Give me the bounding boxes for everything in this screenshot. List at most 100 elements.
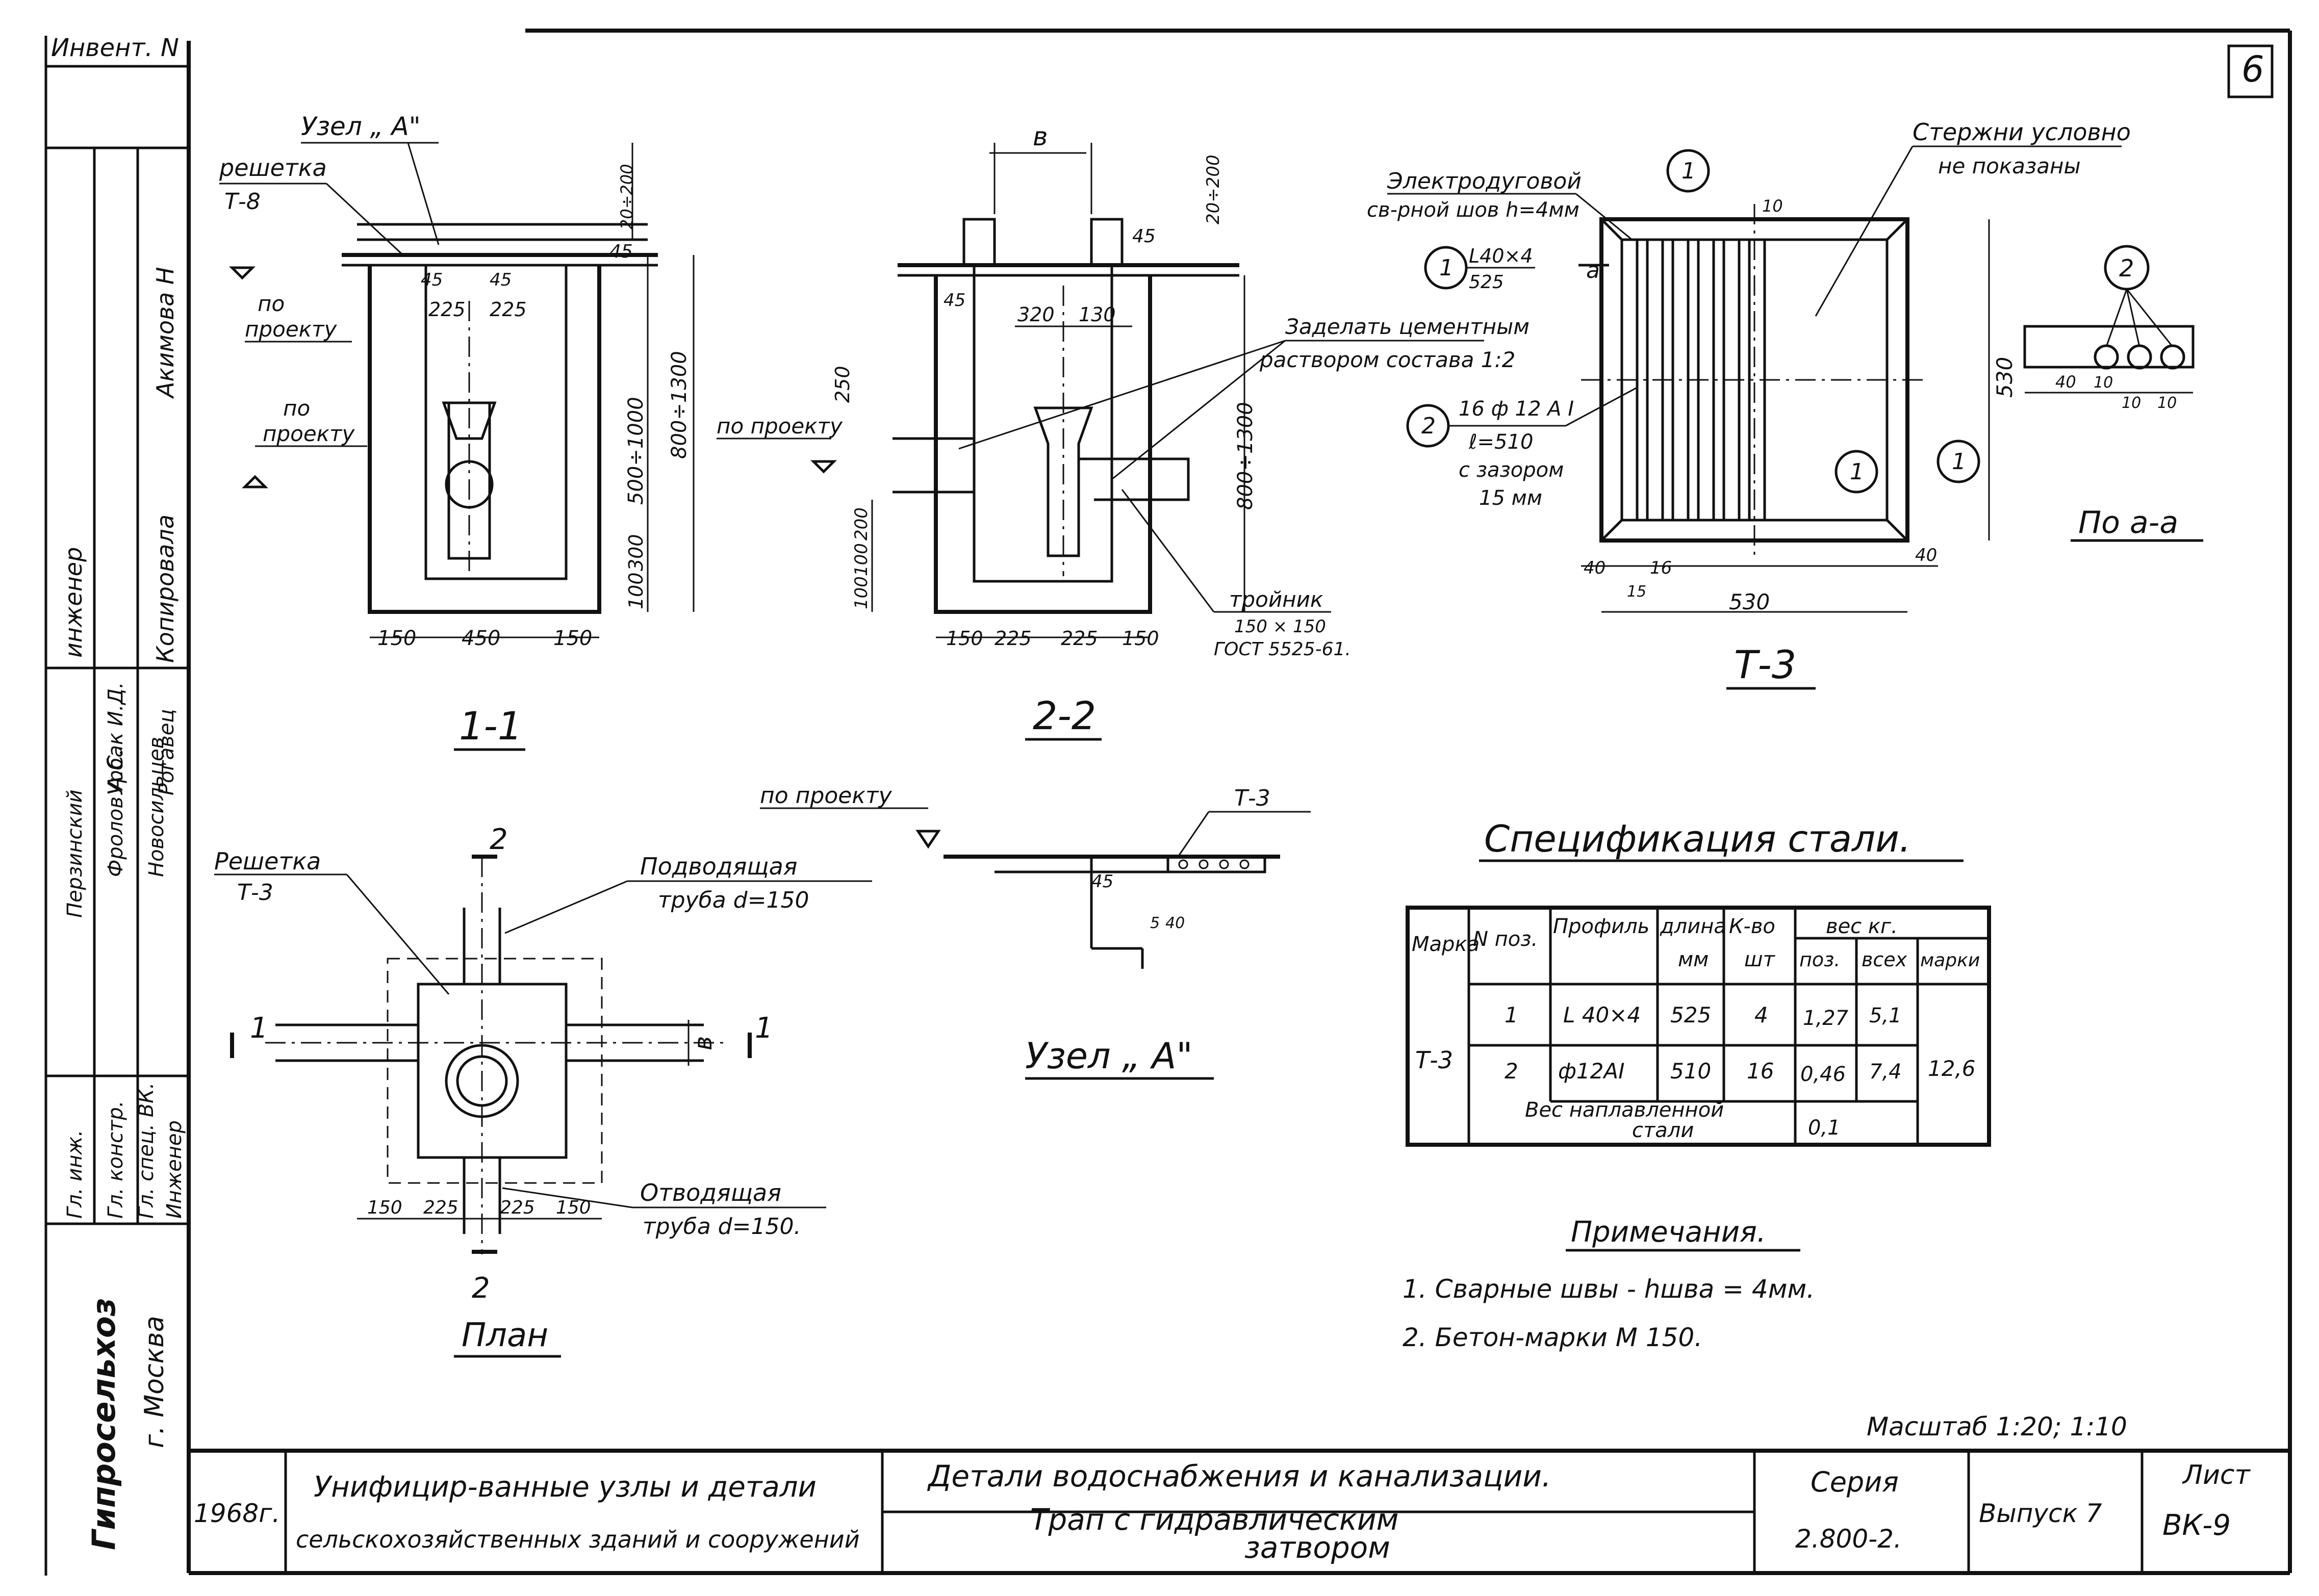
spec-title: Спецификация стали. — [1484, 817, 1911, 860]
spec-cell-w-all: 5,1 — [1869, 1004, 1902, 1027]
aa-pos2-callout: 2 — [2119, 254, 2134, 282]
t3-rods-note-2: не показаны — [1938, 153, 2081, 178]
t3-pos2-gap-2: 15 мм — [1479, 486, 1542, 510]
s11-dim-300: 300 — [625, 534, 647, 571]
spec-cell-profile: ф12АI — [1558, 1059, 1624, 1084]
steel-spec: Спецификация стали. Марка N поз. Профиль… — [1406, 817, 1991, 1147]
plan-dim-b: в — [689, 1036, 718, 1050]
s11-grating-label: решетка — [219, 154, 327, 182]
t3-dim-530-h: 530 — [1729, 589, 1770, 614]
stamp-role-3: Гл. спец. ВК. — [135, 1083, 158, 1219]
t3-pos2-profile: 16 ф 12 А I — [1459, 397, 1574, 421]
plan-inlet-1: Подводящая — [640, 853, 797, 880]
spec-cell-pos: 2 — [1505, 1059, 1518, 1084]
plan-dim-150a: 150 — [367, 1197, 402, 1218]
stamp-role-2: Гл. констр. — [104, 1101, 128, 1219]
t3-dim-40a: 40 — [1584, 558, 1606, 578]
title-drawing-2: затвором — [1244, 1530, 1390, 1565]
s22-dim-150b: 150 — [1122, 627, 1159, 650]
spec-cell-qty: 16 — [1747, 1059, 1774, 1084]
sheet-number-mark: 6 — [2241, 48, 2264, 90]
s22-dim-100b: 100 — [851, 576, 872, 609]
spec-header-weight: вес кг. — [1826, 915, 1898, 938]
spec-cell-w-pos: 1,27 — [1803, 1007, 1849, 1030]
s22-note-mortar-2: раствором состава 1:2 — [1259, 347, 1515, 372]
spec-cell-w-pos: 0,46 — [1800, 1063, 1846, 1086]
s11-dim-100: 100 — [625, 572, 647, 609]
s11-design-level-1: по — [258, 291, 285, 316]
spec-header-w-mark: марки — [1920, 950, 1980, 971]
node-a-design-level: по проекту — [760, 783, 893, 809]
stamp-role-4: Инженер — [163, 1120, 186, 1219]
node-a-dim-5: 5 — [1150, 914, 1160, 932]
s11-title: 1-1 — [459, 703, 522, 749]
s22-dim-225a: 225 — [995, 627, 1032, 650]
t3-pos2-length: ℓ=510 — [1468, 430, 1533, 454]
plan-title: План — [462, 1317, 548, 1354]
s22-dim-225b: 225 — [1061, 627, 1098, 650]
node-a-detail: по проекту 45 5 40 Т-3 Узел „ А" — [760, 783, 1311, 1080]
spec-cell-qty: 4 — [1754, 1002, 1768, 1027]
s11-dim-45b: 45 — [421, 270, 443, 290]
title-block: 1968г. Унифицир-ванные узлы и детали сел… — [194, 1451, 2251, 1573]
plan-cut-1-left: 1 — [250, 1012, 268, 1045]
t3-weld-1: Электродуговой — [1387, 168, 1582, 194]
spec-header-w-pos: поз. — [1799, 948, 1840, 971]
spec-cell-pos: 1 — [1505, 1002, 1518, 1027]
plan-outlet-2: труба d=150. — [643, 1214, 801, 1240]
t3-pos1-profile: L40×4 — [1469, 245, 1533, 267]
t3-cut-a: а — [1586, 258, 1600, 284]
s11-design-level-2: по — [283, 396, 310, 421]
spec-cell-length: 510 — [1670, 1059, 1711, 1084]
s22-dim-45a: 45 — [1132, 226, 1156, 247]
t3-pos1-callout-top: 1 — [1681, 158, 1696, 184]
aa-dim-40: 40 — [2055, 372, 2076, 392]
spec-w-mark-value: 12,6 — [1928, 1056, 1976, 1081]
t3-dim-530-v: 530 — [1992, 357, 2017, 398]
s11-dim-20-200: 20÷200 — [617, 164, 636, 229]
s22-design-level: по проекту — [717, 414, 843, 439]
plan-view: 2 2 1 1 в Решетка Т-3 Подводящая труба d… — [214, 823, 872, 1358]
stamp-name-4: Новосильцев — [145, 737, 168, 877]
spec-weld-metal-1: Вес наплавленной — [1525, 1098, 1724, 1122]
title-sheet: ВК-9 — [2162, 1509, 2231, 1542]
plan-inlet-2: труба d=150 — [658, 887, 809, 913]
title-project-2: сельскохозяйственных зданий и сооружений — [296, 1526, 860, 1553]
s22-dim-800-1300: 800÷1300 — [1234, 402, 1257, 510]
title-issue: Выпуск 7 — [1979, 1499, 2102, 1528]
side-stamp: Инвент. N Копировала Акимова Н инженер П… — [46, 34, 189, 1550]
t3-pos1-callout-mid: 1 — [1850, 459, 1864, 485]
s22-tee-1: тройник — [1229, 587, 1323, 612]
t3-dim-15: 15 — [1627, 583, 1646, 601]
node-a-dim-40: 40 — [1165, 914, 1185, 932]
s22-dim-320: 320 — [1017, 303, 1055, 326]
grating-t3: 530 530 40 16 15 40 10 Электродуговой св… — [1367, 118, 2131, 690]
title-project-1: Унифицир-ванные узлы и детали — [314, 1471, 817, 1504]
t3-pos2-callout: 2 — [1421, 413, 1436, 439]
spec-cell-profile: L 40×4 — [1563, 1002, 1641, 1027]
node-a-dim-45: 45 — [1091, 871, 1113, 892]
scale-label: Масштаб 1:20; 1:10 — [1867, 1412, 2127, 1441]
spec-header-length: длина — [1660, 915, 1726, 938]
t3-pos2-gap-1: с зазором — [1459, 458, 1564, 482]
s22-dim-b: в — [1033, 122, 1048, 151]
frame: 6 — [44, 29, 2292, 1576]
s11-grating-type: Т-8 — [224, 189, 261, 215]
spec-cell-length: 525 — [1670, 1002, 1711, 1027]
stamp-name-3: Урбак И.Д. — [104, 682, 128, 795]
s11-dim-150a: 150 — [377, 627, 416, 650]
plan-dim-225b: 225 — [500, 1197, 535, 1218]
s22-dim-250: 250 — [831, 366, 854, 403]
notes-title: Примечания. — [1571, 1216, 1766, 1249]
s22-dim-20-200: 20÷200 — [1203, 155, 1224, 224]
s22-dim-150a: 150 — [946, 627, 983, 650]
spec-cell-w-all: 7,4 — [1869, 1060, 1902, 1084]
t3-dim-40b: 40 — [1915, 545, 1937, 565]
city-name: г. Москва — [139, 1316, 170, 1448]
s11-dim-225b: 225 — [490, 298, 527, 321]
s22-dim-100a: 100 — [851, 543, 872, 576]
note-item-1: 1. Сварные швы - hшва = 4мм. — [1403, 1274, 1815, 1304]
node-a-title: Узел „ А" — [1025, 1035, 1193, 1077]
t3-dim-10: 10 — [1762, 196, 1783, 216]
